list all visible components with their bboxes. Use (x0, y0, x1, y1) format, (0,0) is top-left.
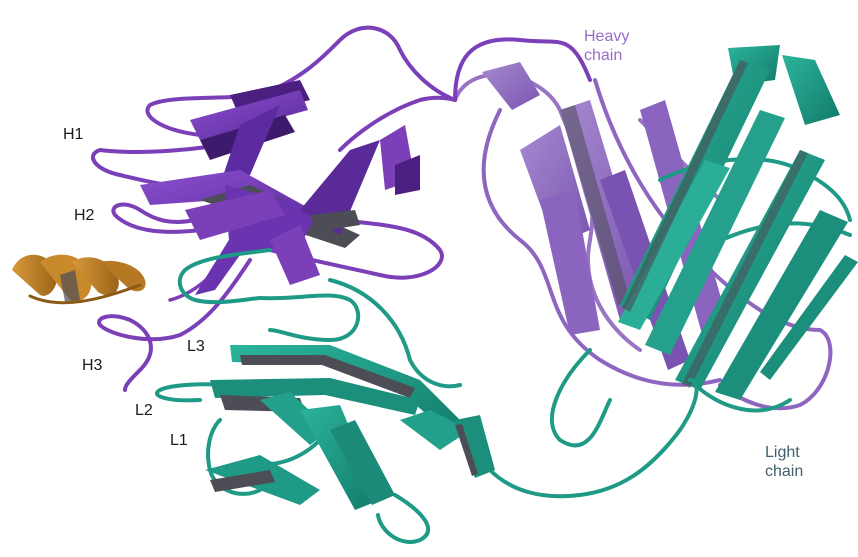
light-chain-label: Light chain (765, 443, 845, 481)
antigen-helix (12, 255, 146, 303)
light-chain-label-line2: chain (765, 462, 845, 481)
heavy-chain-label-line1: Heavy (584, 27, 664, 46)
heavy-chain-label: Heavy chain (584, 27, 664, 65)
loop-label-h2: H2 (74, 207, 94, 225)
heavy-chain-label-line2: chain (584, 46, 664, 65)
loop-label-l3: L3 (187, 338, 205, 356)
loop-label-l2: L2 (135, 402, 153, 420)
light-chain-constant-domain (552, 45, 858, 445)
loop-label-h1: H1 (63, 126, 83, 144)
loop-label-l1: L1 (170, 432, 188, 450)
loop-label-h3: H3 (82, 357, 102, 375)
light-chain-label-line1: Light (765, 443, 845, 462)
